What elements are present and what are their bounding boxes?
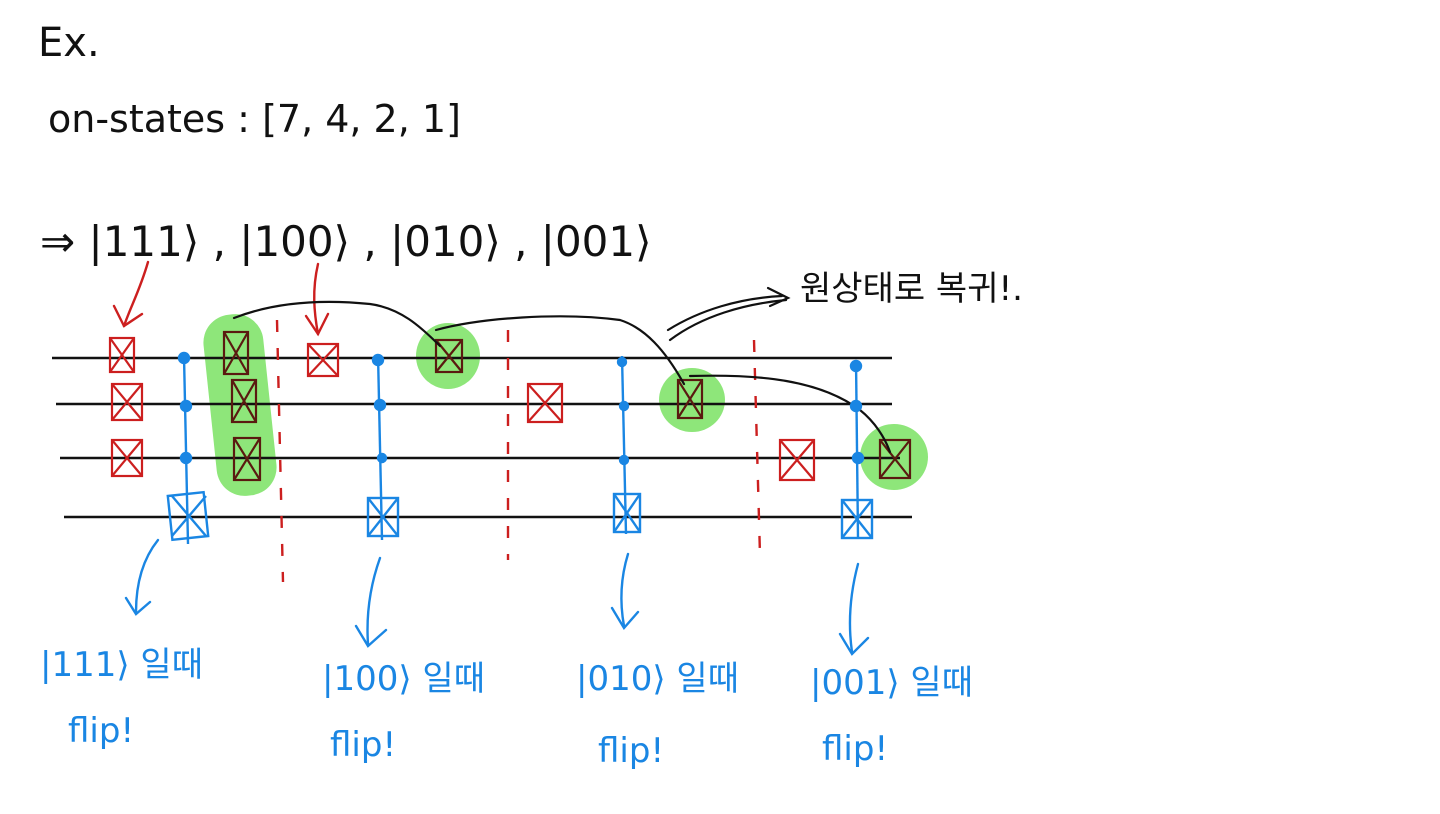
blue-arrow-2 bbox=[366, 556, 382, 646]
uncompute-gate-1b bbox=[230, 378, 258, 424]
red-arrows bbox=[112, 260, 330, 337]
x-gate-w1-a bbox=[108, 336, 136, 374]
control-columns bbox=[166, 351, 874, 545]
note-3-line-1: |010⟩ 일때 bbox=[576, 659, 739, 699]
x-gate-w2-b bbox=[526, 382, 564, 424]
note-4-line-1: |001⟩ 일때 bbox=[810, 663, 973, 703]
x-gate-w3-a bbox=[110, 438, 144, 478]
separators bbox=[275, 319, 762, 583]
separator-1 bbox=[275, 319, 285, 583]
note-2-line-1: |100⟩ 일때 bbox=[322, 659, 485, 699]
heading: Ex. bbox=[38, 20, 100, 66]
restore-note: 원상태로 복귀!. bbox=[800, 269, 1023, 309]
red-arrow-1 bbox=[122, 260, 150, 328]
uncompute-gate-3 bbox=[676, 378, 704, 420]
restore-curves bbox=[232, 286, 892, 454]
control-column-3 bbox=[612, 355, 642, 535]
restore-curve-2 bbox=[434, 315, 686, 386]
blue-arrow-3-head bbox=[610, 606, 640, 631]
note-1-line-2: flip! bbox=[68, 711, 134, 751]
note-3-line-2: flip! bbox=[598, 731, 664, 771]
red-arrow-2-head bbox=[304, 312, 330, 337]
control-column-4 bbox=[840, 359, 874, 540]
blue-arrow-4-head bbox=[838, 632, 870, 656]
note-1-line-1: |111⟩ 일때 bbox=[40, 645, 203, 685]
red-arrow-2 bbox=[313, 262, 320, 336]
uncompute-gate-1a bbox=[222, 330, 250, 376]
separator-3 bbox=[752, 339, 762, 556]
circuit-wires bbox=[52, 356, 912, 519]
note-4-line-2: flip! bbox=[822, 729, 888, 769]
x-gate-w3-b bbox=[778, 438, 816, 482]
blue-arrow-3 bbox=[620, 552, 630, 628]
uncompute-gate-1c bbox=[232, 436, 262, 482]
red-arrow-1-head bbox=[112, 304, 144, 328]
blue-arrow-1 bbox=[134, 538, 160, 614]
restore-arrow-1 bbox=[666, 294, 784, 332]
basis-states-line: ⇒ |111⟩ , |100⟩ , |010⟩ , |001⟩ bbox=[40, 217, 652, 266]
restore-arrow-head bbox=[766, 286, 791, 308]
blue-arrow-2-head bbox=[354, 624, 388, 648]
blue-arrow-1-head bbox=[124, 596, 152, 616]
restore-curve-1 bbox=[232, 300, 442, 348]
note-2-line-2: flip! bbox=[330, 725, 396, 765]
x-gate-w1-b bbox=[306, 342, 340, 378]
uncompute-gate-4 bbox=[878, 438, 912, 480]
control-column-1 bbox=[166, 351, 210, 545]
restore-curve-3 bbox=[688, 374, 892, 454]
control-column-2 bbox=[366, 353, 400, 541]
on-states-line: on-states : [7, 4, 2, 1] bbox=[48, 97, 461, 141]
blue-arrow-4 bbox=[848, 562, 860, 654]
x-gates bbox=[108, 336, 816, 482]
x-gate-w2-a bbox=[110, 382, 144, 422]
highlight-uncompute-block-3 bbox=[659, 368, 725, 432]
restore-arrow-2 bbox=[668, 298, 788, 342]
blue-arrows bbox=[124, 538, 870, 656]
notes: |111⟩ 일때 flip! |100⟩ 일때 flip! |010⟩ 일때 f… bbox=[40, 645, 973, 771]
